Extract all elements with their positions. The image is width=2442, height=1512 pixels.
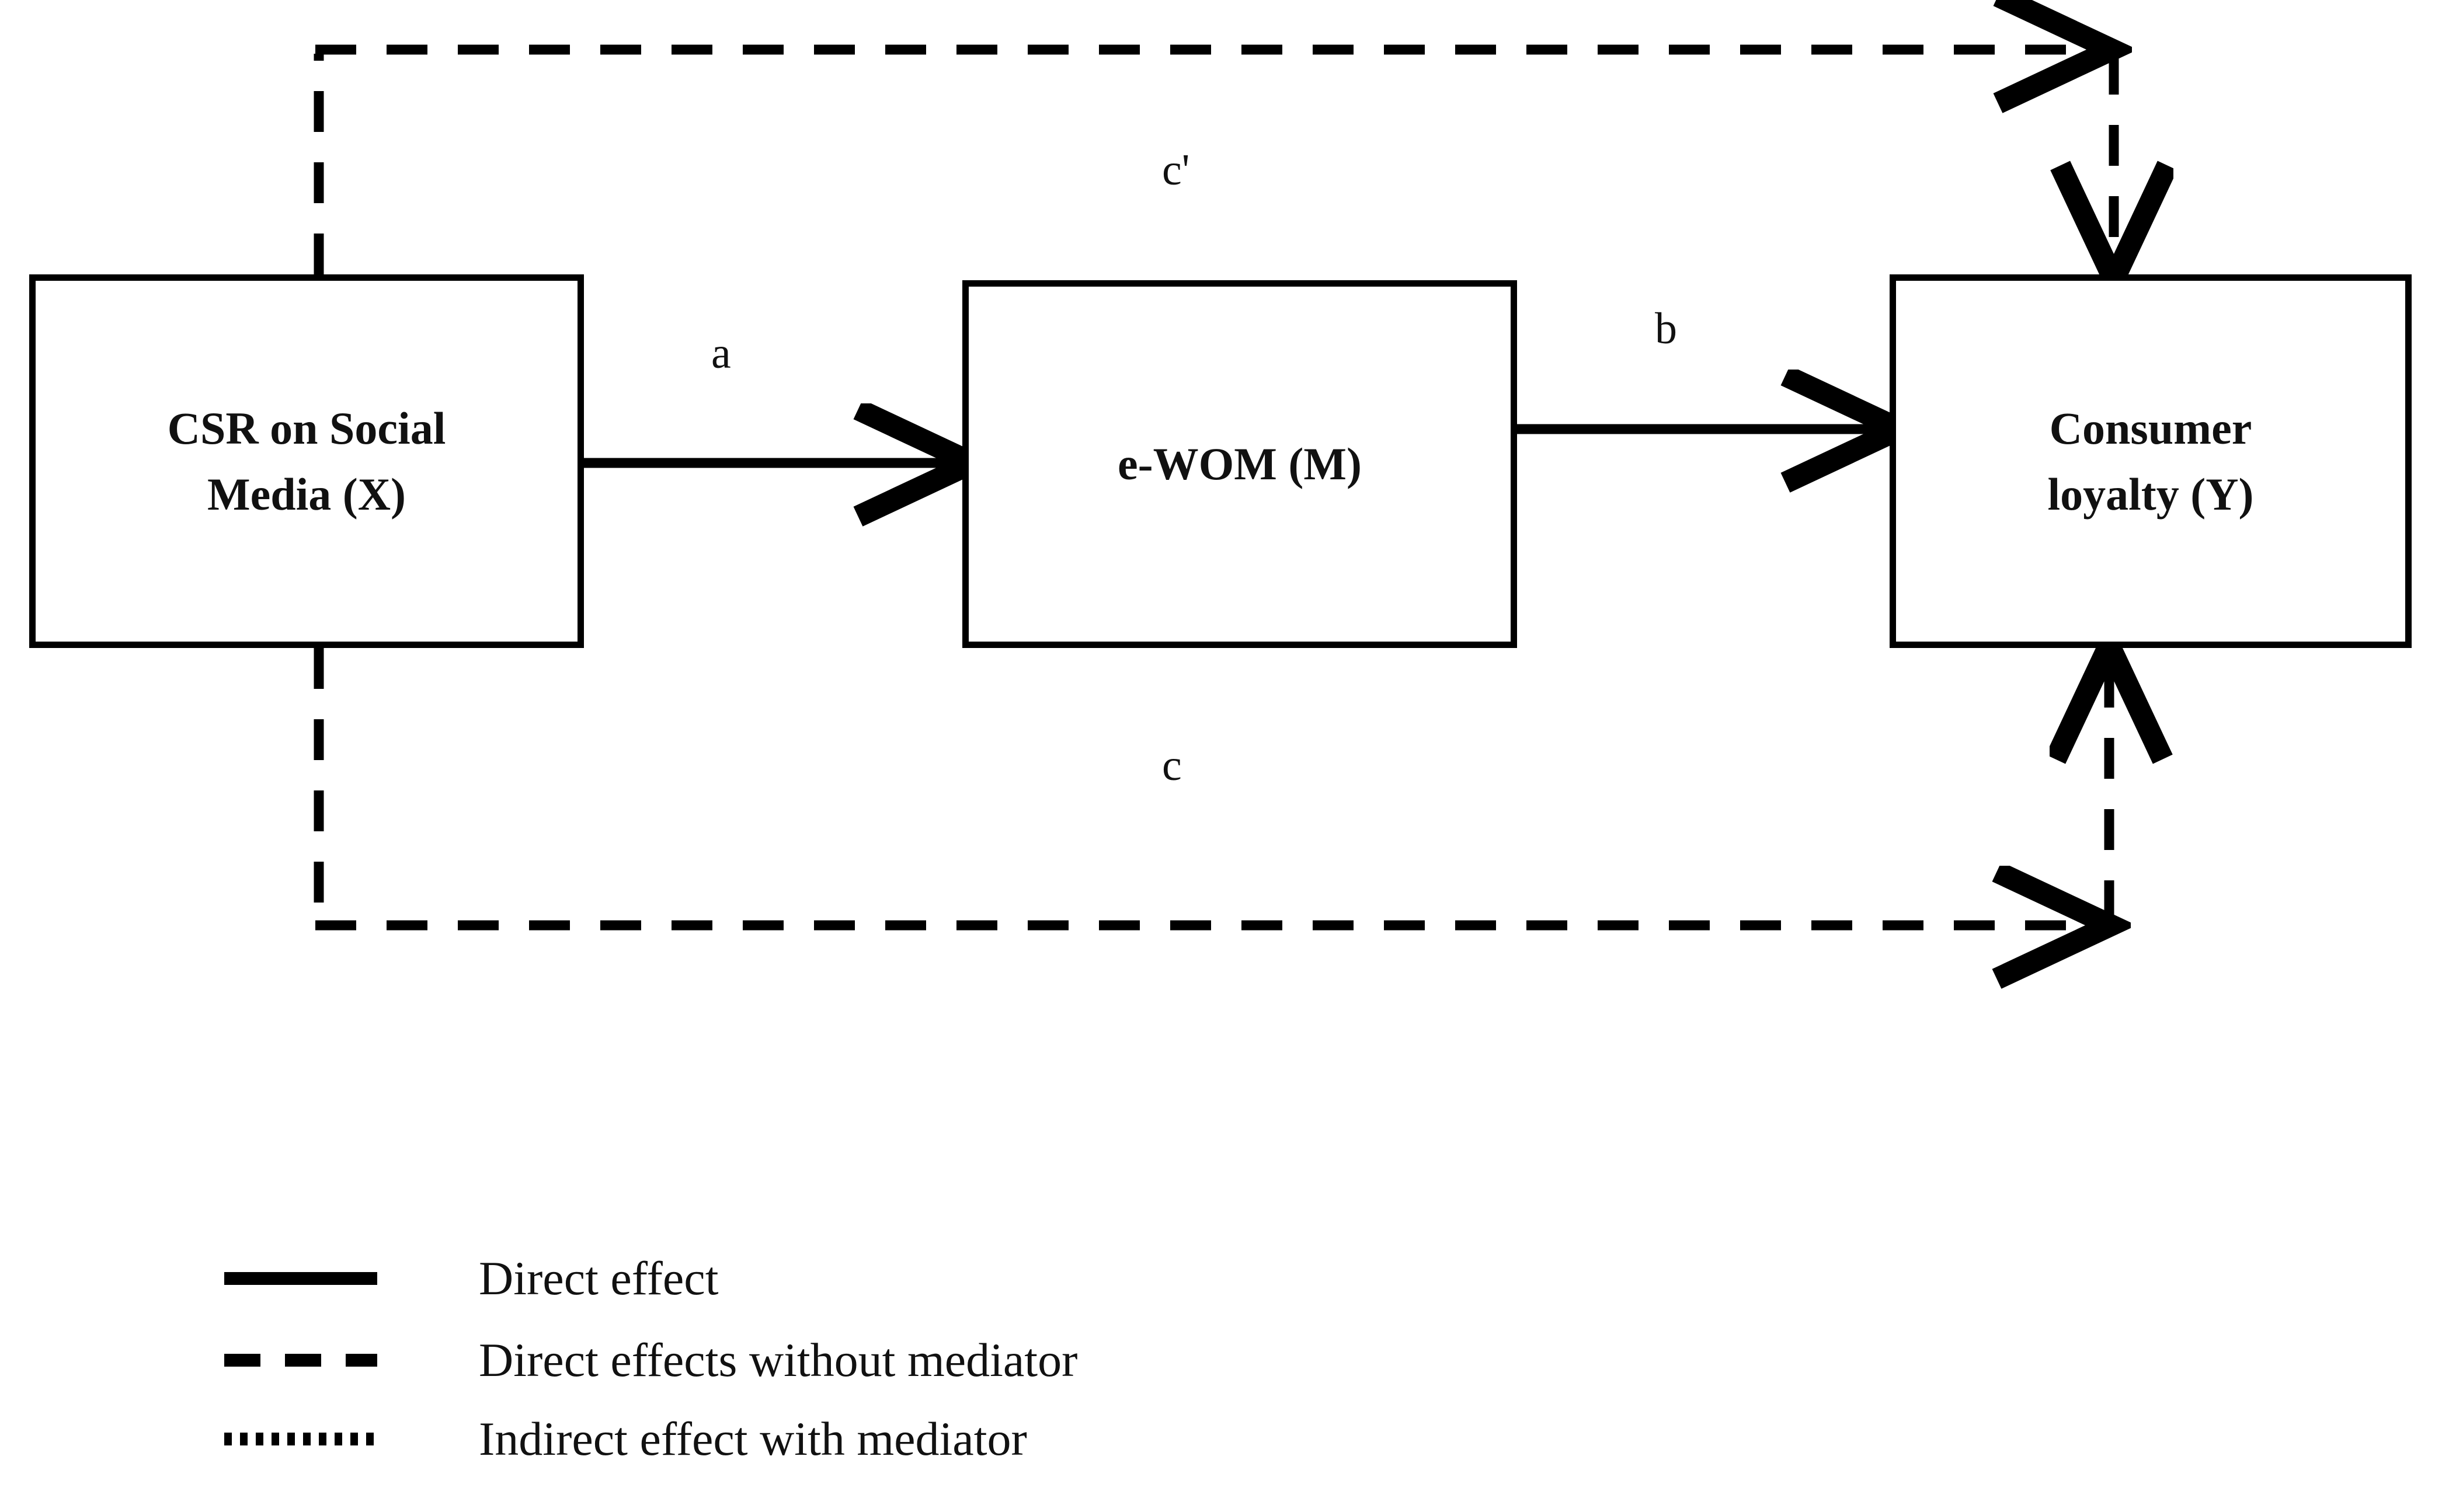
node-y-label-line1: Consumer [2049,402,2252,454]
path-label-b: b [1655,304,1677,353]
node-box-y[interactable]: Consumer loyalty (Y) [1890,274,2412,648]
legend-swatch-dotted [224,1433,377,1445]
path-label-c: c [1162,741,1182,790]
path-label-c-prime: c' [1162,145,1190,194]
node-box-m[interactable]: e-WOM (M) [962,280,1517,648]
legend-swatch-dashed [224,1354,377,1367]
legend-label-indirect-effect-with-mediator: Indirect effect with mediator [479,1412,1027,1465]
legend-item-direct-effects-without-mediator: Direct effects without mediator [0,1325,1077,1395]
legend-item-indirect-effect-with-mediator: Indirect effect with mediator [0,1404,1027,1474]
node-y-label-line2: loyalty (Y) [2047,469,2254,520]
node-x-label-line2: Media (X) [207,469,406,520]
legend-label-direct-effects-without-mediator: Direct effects without mediator [479,1333,1078,1386]
node-x-label-line1: CSR on Social [167,402,446,454]
legend-item-direct-effect: Direct effect [0,1243,718,1314]
node-box-x[interactable]: CSR on Social Media (X) [29,274,584,648]
node-m-label-line1: e-WOM (M) [1118,438,1362,490]
legend-swatch-solid [224,1272,377,1285]
path-label-a: a [711,329,731,378]
legend-label-direct-effect: Direct effect [479,1252,719,1305]
